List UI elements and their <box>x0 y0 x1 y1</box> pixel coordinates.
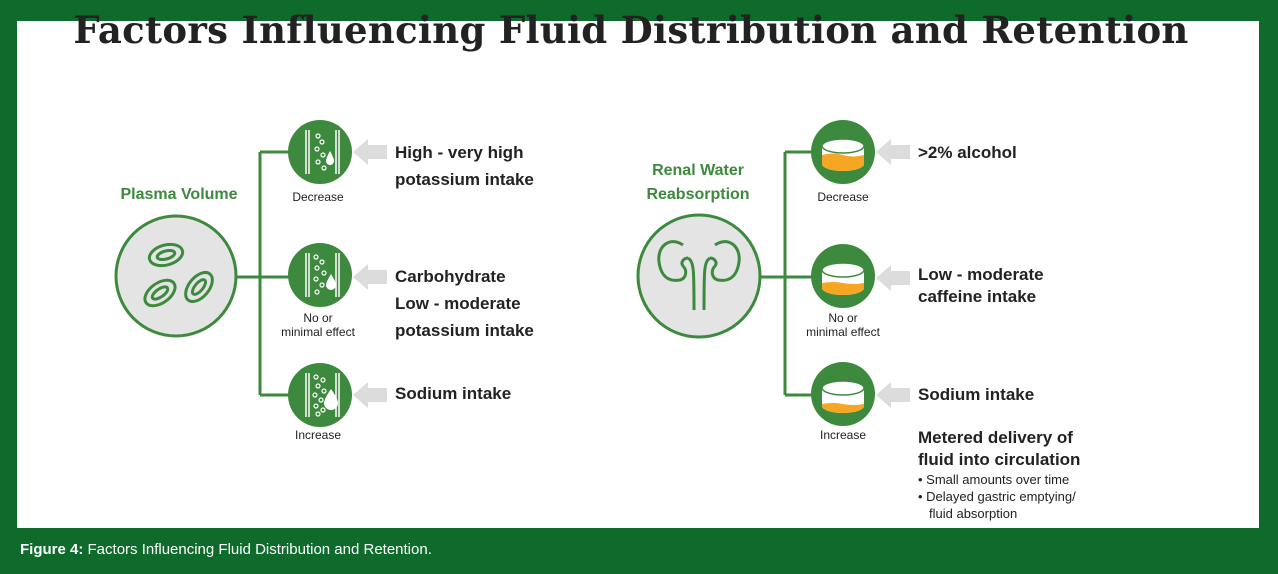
container-icon <box>811 362 875 426</box>
factor-line: Low - moderate <box>918 265 1044 284</box>
caption-text: Factors Influencing Fluid Distribution a… <box>87 541 432 558</box>
right-connector-lines <box>759 150 812 397</box>
effect-label-increase: Increase <box>819 428 867 442</box>
note-line: Metered delivery of <box>918 428 1073 447</box>
figure-caption: Figure 4: Factors Influencing Fluid Dist… <box>20 541 432 558</box>
arrow-left-icon <box>353 139 387 408</box>
factor-text: Low - moderate caffeine intake <box>918 264 1044 308</box>
bullet-item: fluid absorption <box>929 506 1018 521</box>
factor-text: Sodium intake <box>395 384 512 403</box>
renal-water-heading: Renal Water Reabsorption <box>618 159 778 207</box>
heading-line: Reabsorption <box>646 186 750 203</box>
factor-text: Carbohydrate Low - moderate potassium in… <box>395 263 534 344</box>
note-line: fluid into circulation <box>918 450 1081 469</box>
bullet-item: • Delayed gastric emptying/ <box>918 489 1076 504</box>
effect-label-decrease: Decrease <box>817 190 869 204</box>
factor-text: High - very high potassium intake <box>395 139 534 193</box>
blood-vessel-icon <box>288 243 352 307</box>
note-bullets: • Small amounts over time • Delayed gast… <box>918 471 1076 522</box>
effect-line: No or <box>828 311 858 325</box>
container-icon <box>811 120 875 184</box>
factor-line: High - very high <box>395 143 524 162</box>
plasma-volume-heading: Plasma Volume <box>120 186 238 203</box>
effect-label-no-effect: No or minimal effect <box>788 311 898 339</box>
metered-delivery-note: Metered delivery of fluid into circulati… <box>918 427 1080 471</box>
factor-line: caffeine intake <box>918 287 1037 306</box>
page-title: Factors Influencing Fluid Distribution a… <box>73 8 1189 52</box>
effect-line: minimal effect <box>806 325 880 339</box>
factor-line: potassium intake <box>395 321 534 340</box>
factor-text: Sodium intake <box>918 385 1035 404</box>
heading-line: Renal Water <box>652 162 744 179</box>
caption-label: Figure 4: <box>20 541 84 558</box>
factor-line: Carbohydrate <box>395 267 506 286</box>
effect-label-decrease: Decrease <box>292 190 344 204</box>
kidney-icon <box>636 213 762 339</box>
factor-line: Low - moderate <box>395 294 521 313</box>
factor-text: >2% alcohol <box>918 143 1017 162</box>
effect-label-increase: Increase <box>294 428 342 442</box>
effect-line: minimal effect <box>281 325 355 339</box>
factor-line: potassium intake <box>395 170 534 189</box>
blood-vessel-icon <box>288 120 352 184</box>
bullet-item: • Small amounts over time <box>918 472 1070 487</box>
left-connector-lines <box>234 150 290 397</box>
arrow-left-icon <box>876 139 910 408</box>
effect-line: No or <box>303 311 333 325</box>
blood-vessel-icon <box>288 363 352 427</box>
effect-label-no-effect: No or minimal effect <box>263 311 373 339</box>
container-icon <box>811 244 875 308</box>
blood-cells-icon <box>114 214 238 338</box>
